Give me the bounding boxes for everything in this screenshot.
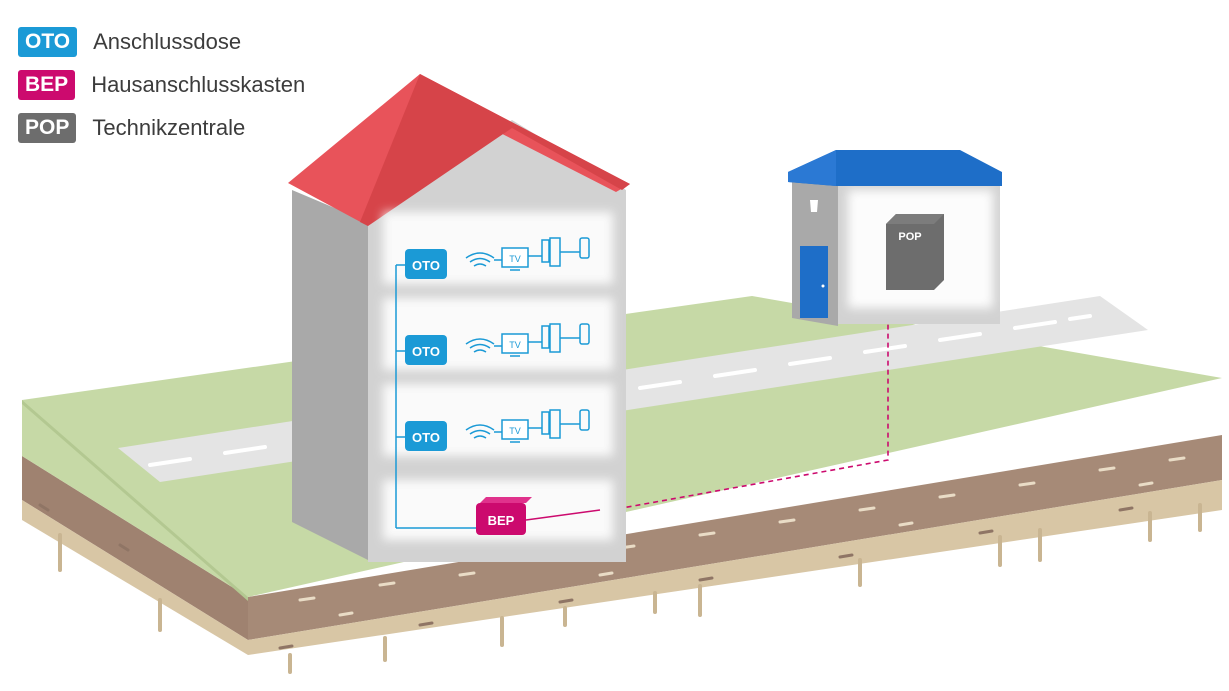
oto-label: Anschlussdose bbox=[93, 29, 242, 54]
legend-item-bep: BEP Hausanschlusskasten bbox=[18, 67, 305, 103]
oto-box: OTO bbox=[405, 421, 447, 451]
soil-right-bottom bbox=[248, 480, 1222, 655]
oto-box: OTO bbox=[405, 249, 447, 279]
soil-pebbles-dark bbox=[38, 503, 1134, 650]
grass-edge-front bbox=[22, 400, 248, 601]
tv-icon: TV bbox=[501, 419, 529, 443]
pop-box-label: POP bbox=[898, 231, 921, 243]
tv-icon: TV bbox=[501, 333, 529, 357]
wifi-icon bbox=[465, 338, 495, 353]
underground-fibre-cable bbox=[599, 288, 889, 513]
soil-front-bottom bbox=[22, 500, 248, 655]
house-roof bbox=[288, 74, 630, 226]
pop-station-roof bbox=[788, 150, 1002, 186]
pop-station-door bbox=[800, 246, 828, 318]
legend-item-oto: OTO Anschlussdose bbox=[18, 24, 305, 60]
soil-front-top bbox=[22, 456, 248, 640]
bep-badge: BEP bbox=[18, 70, 76, 100]
pop-station: POP bbox=[788, 150, 1002, 326]
smartphone-icon bbox=[579, 237, 590, 259]
oto-badge: OTO bbox=[18, 27, 78, 57]
oto-box-label: OTO bbox=[412, 344, 440, 359]
floor-1: OTO TV bbox=[396, 237, 590, 279]
wifi-icon bbox=[465, 424, 495, 439]
house: OTO TV OTO bbox=[288, 74, 630, 562]
legend: OTO Anschlussdose BEP Hausanschlusskaste… bbox=[18, 24, 305, 153]
legend-item-pop: POP Technikzentrale bbox=[18, 110, 305, 146]
bep-label: Hausanschlusskasten bbox=[91, 72, 306, 97]
floor-2: OTO TV bbox=[396, 323, 590, 365]
smartphone-icon bbox=[579, 323, 590, 345]
pop-label: Technikzentrale bbox=[92, 115, 246, 140]
smartphone-icon bbox=[579, 409, 590, 431]
house-roof-ridge bbox=[360, 74, 630, 226]
tv-icon-label: TV bbox=[509, 426, 521, 436]
basement: BEP bbox=[396, 497, 601, 535]
wifi-icon bbox=[465, 252, 495, 267]
roots bbox=[58, 503, 1202, 674]
bep-box-label: BEP bbox=[488, 513, 515, 528]
tv-icon-label: TV bbox=[509, 340, 521, 350]
oto-box-label: OTO bbox=[412, 430, 440, 445]
tv-icon-label: TV bbox=[509, 254, 521, 264]
tv-icon: TV bbox=[501, 247, 529, 271]
house-gable bbox=[368, 120, 626, 230]
oto-box-label: OTO bbox=[412, 258, 440, 273]
oto-box: OTO bbox=[405, 335, 447, 365]
soil-right-top bbox=[248, 435, 1222, 640]
pop-box: POP bbox=[886, 214, 944, 290]
pop-badge: POP bbox=[18, 113, 77, 143]
house-side-wall bbox=[292, 190, 368, 560]
wall-lamp-icon bbox=[810, 200, 818, 212]
bep-box: BEP bbox=[476, 497, 532, 535]
floor-3: OTO TV bbox=[396, 409, 590, 451]
